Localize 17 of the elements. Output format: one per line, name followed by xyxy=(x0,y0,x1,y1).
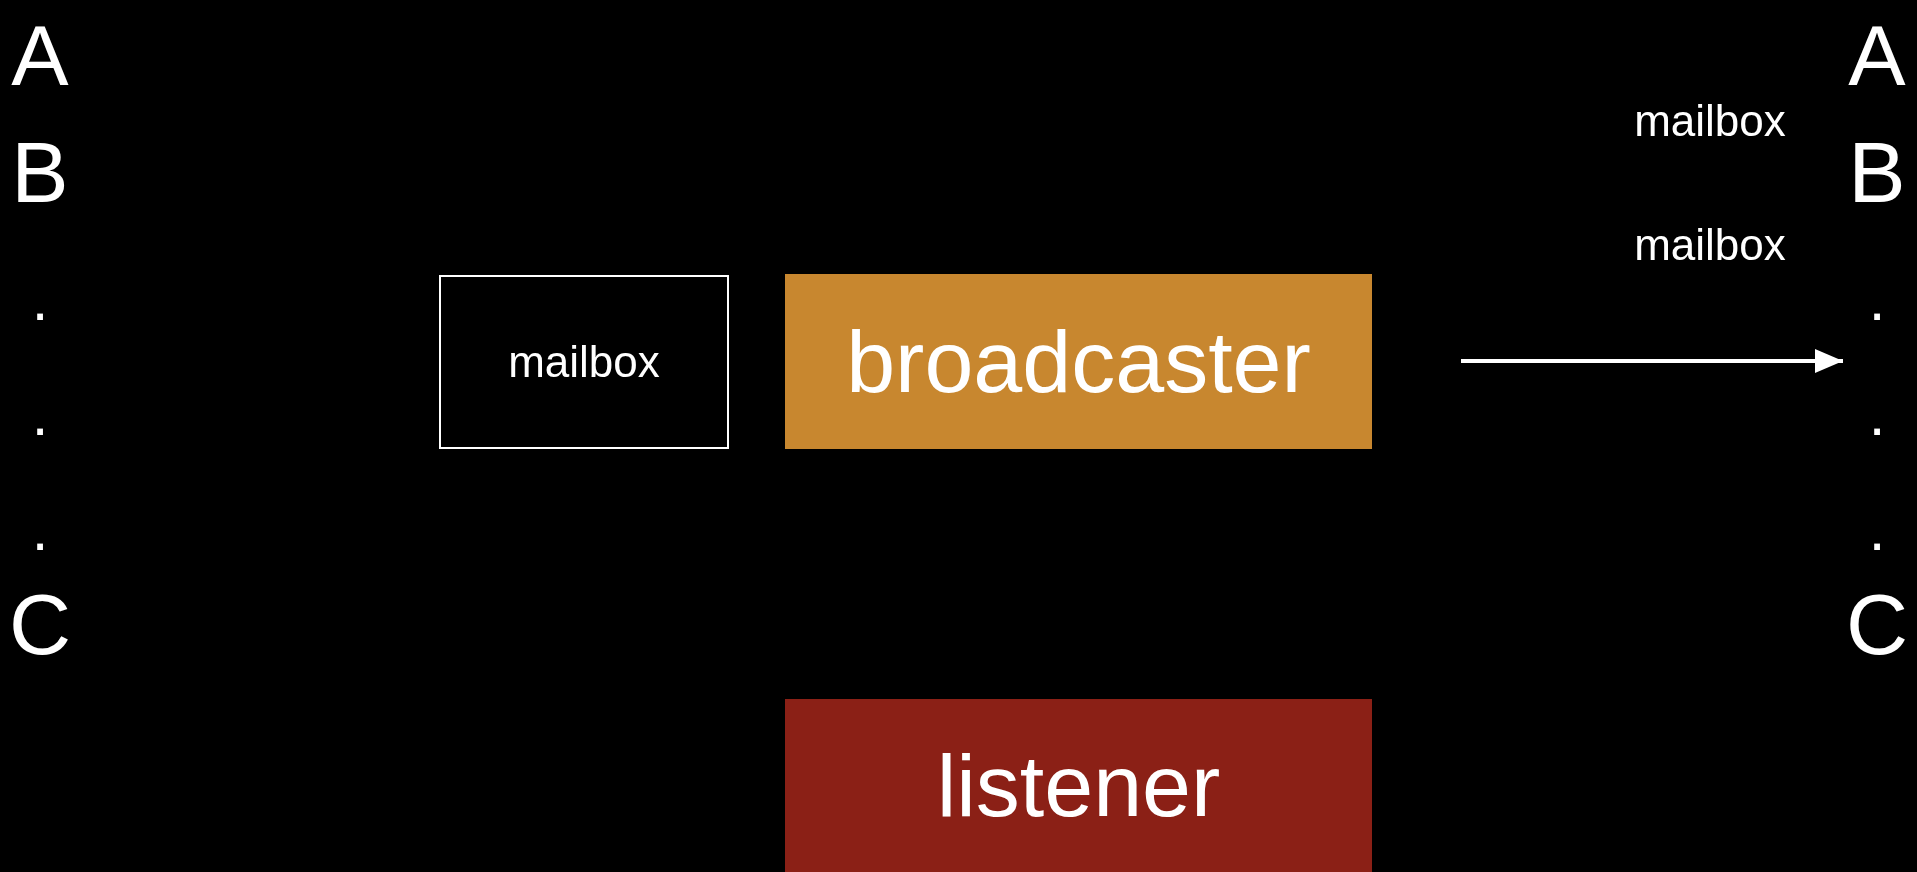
broadcaster-box: broadcaster xyxy=(785,274,1372,449)
ellipsis-dot: . xyxy=(31,270,49,330)
mailbox-label: mailbox xyxy=(1634,99,1786,143)
column-letter: A xyxy=(1848,12,1906,98)
mailbox-box: mailbox xyxy=(439,275,729,449)
ellipsis-dot: . xyxy=(1868,500,1886,560)
column-letter: C xyxy=(8,581,72,667)
column-letter: B xyxy=(11,129,69,215)
ellipsis-dot: . xyxy=(1868,385,1886,445)
column-letter: B xyxy=(1848,129,1906,215)
ellipsis-dot: . xyxy=(31,385,49,445)
mailbox-label: mailbox xyxy=(1634,223,1786,267)
ellipsis-dot: . xyxy=(31,500,49,560)
column-letter: A xyxy=(11,12,69,98)
listener-box: listener xyxy=(785,699,1372,872)
ellipsis-dot: . xyxy=(1868,270,1886,330)
column-letter: C xyxy=(1845,581,1909,667)
